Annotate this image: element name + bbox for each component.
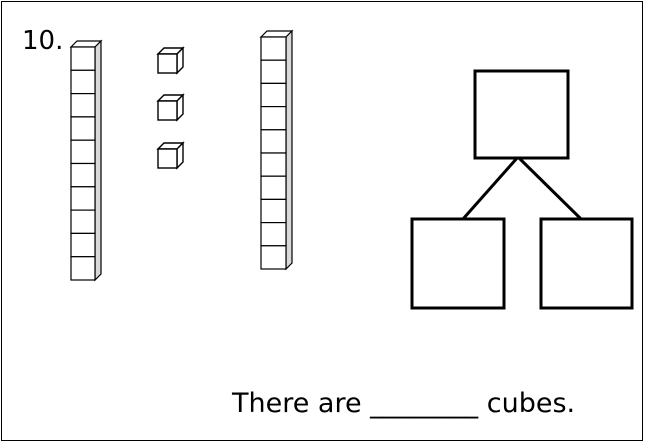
rod-cube [261,153,286,176]
ten-rod-1 [71,41,101,280]
unit-cube [158,54,177,73]
unit-cubes [158,48,183,168]
number-bond [412,71,632,308]
bond-line-left [463,157,518,219]
rod-cube [71,70,95,93]
rod-cube [261,223,286,246]
rod-cube [261,37,286,60]
rod-side-face [286,31,292,269]
rod-cube [71,140,95,163]
unit-cube [158,101,177,120]
rod-side-face [95,41,101,280]
rod-cube [261,246,286,269]
rod-cube [71,117,95,140]
rod-cube [261,199,286,222]
rod-cube [71,210,95,233]
bond-line-right [518,157,581,219]
answer-sentence: There are ________ cubes. [232,388,575,419]
rod-cube [261,83,286,106]
rod-cube [71,233,95,256]
bond-part-box-right[interactable] [541,219,632,308]
ten-rod-2 [261,31,292,269]
rod-cube [71,257,95,280]
rod-cube [261,130,286,153]
unit-cube [158,149,177,168]
rod-cube [261,107,286,130]
rod-cube [261,60,286,83]
rod-cube [71,94,95,117]
bond-whole-box[interactable] [475,71,568,158]
rod-cube [71,187,95,210]
rod-cube [71,47,95,70]
rod-cube [71,164,95,187]
rod-cube [261,176,286,199]
bond-part-box-left[interactable] [412,219,504,308]
